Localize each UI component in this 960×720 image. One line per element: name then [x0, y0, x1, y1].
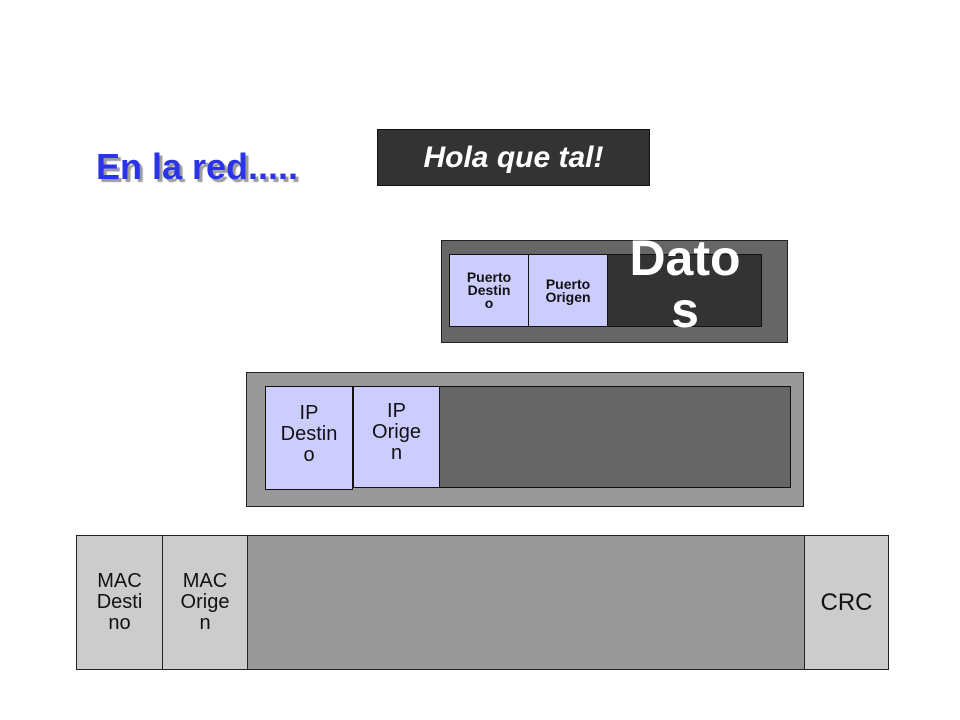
dest-ip-field: IP Destin o: [265, 386, 353, 490]
src-port-field: Puerto Origen: [528, 254, 608, 327]
crc-field: CRC: [804, 535, 889, 670]
dest-mac-field: MAC Desti no: [76, 535, 163, 670]
dest-port-field: Puerto Destin o: [449, 254, 529, 327]
slide-title: En la red.....: [96, 146, 299, 187]
message-box: Hola que tal!: [377, 129, 650, 186]
src-mac-field: MAC Orige n: [162, 535, 248, 670]
src-ip-field: IP Orige n: [353, 386, 440, 488]
data-payload-label: Dato s: [629, 230, 741, 338]
